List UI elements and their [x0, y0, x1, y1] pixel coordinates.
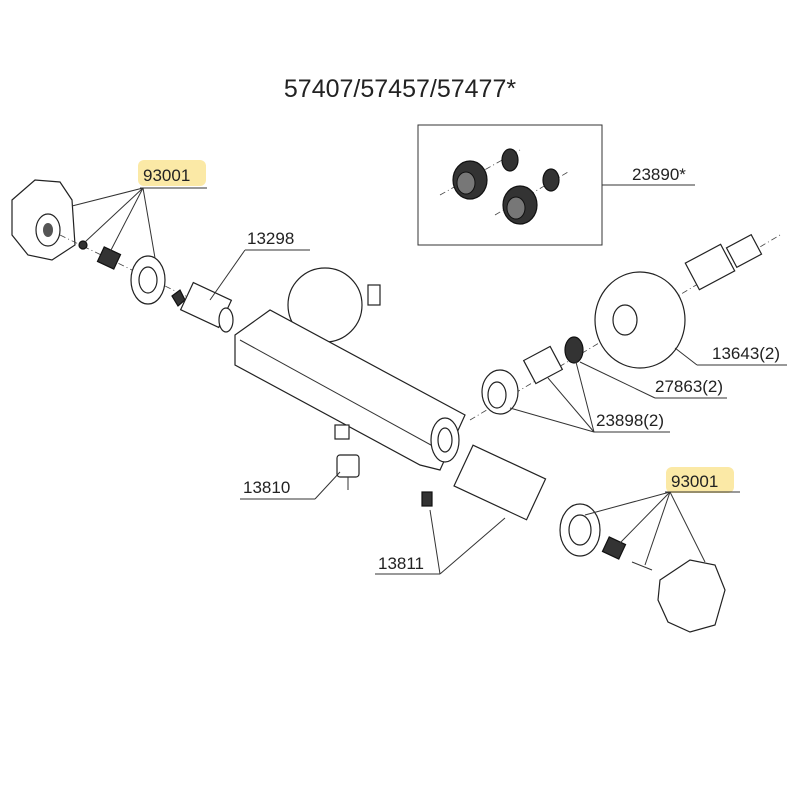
- callout-27863: 27863(2): [579, 361, 727, 399]
- right-connectors: [469, 233, 781, 421]
- callout-13810: 13810: [240, 471, 341, 500]
- mixer-body: [234, 267, 466, 471]
- callout-93001-right: 93001: [584, 467, 740, 566]
- diagram-title: 57407/57457/57477*: [284, 75, 516, 103]
- left-cartridge: [171, 281, 234, 333]
- svg-text:93001: 93001: [671, 472, 718, 491]
- svg-text:23898(2): 23898(2): [596, 411, 664, 430]
- callout-13298: 13298: [209, 229, 310, 301]
- svg-text:27863(2): 27863(2): [655, 377, 723, 396]
- callout-23898: 23898(2): [509, 361, 670, 433]
- svg-text:23890*: 23890*: [632, 165, 686, 184]
- svg-text:13810: 13810: [243, 478, 290, 497]
- callout-23890: 23890*: [602, 165, 695, 186]
- bottom-parts: [336, 444, 726, 633]
- svg-text:13811: 13811: [378, 554, 424, 573]
- callout-13811: 13811: [375, 509, 506, 575]
- callout-13643: 13643(2): [674, 344, 787, 366]
- svg-text:13298: 13298: [247, 229, 294, 248]
- svg-text:93001: 93001: [143, 166, 190, 185]
- svg-text:13643(2): 13643(2): [712, 344, 780, 363]
- left-knob: [11, 179, 236, 321]
- check-valve-inset: [417, 124, 603, 246]
- callout-93001-left: 93001: [71, 160, 207, 259]
